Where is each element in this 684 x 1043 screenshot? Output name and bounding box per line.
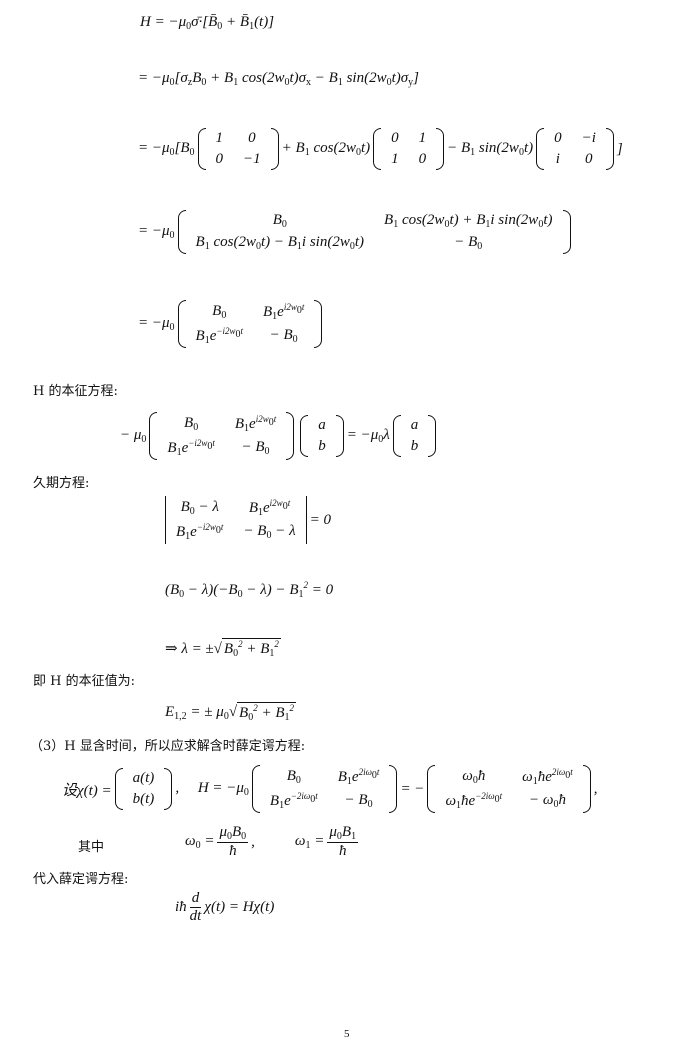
- matrix-entry: B1e−2iω0t: [269, 791, 318, 811]
- vector: a(t) b(t): [114, 768, 173, 810]
- matrix-entry: 1: [215, 130, 224, 146]
- matrix-entry: B0: [184, 415, 199, 433]
- matrix-entry: 0: [418, 151, 427, 167]
- eq-energy: E1,2 = ± μ0√B02 + B12: [165, 702, 297, 723]
- matrix-entry: a: [410, 417, 419, 433]
- matrix-entry: B1ei2w0t: [262, 302, 305, 322]
- matrix-entry: B1ei2w0t: [248, 498, 291, 518]
- label-eigenvalues: 即 H 的本征值为:: [33, 674, 135, 689]
- label-eigen-equation: H 的本征方程:: [33, 384, 118, 399]
- matrix-entry: B0: [272, 212, 287, 230]
- matrix-entry: ω1ħe2iω0t: [522, 767, 573, 787]
- matrix-entry: B1 cos(2w0t) − B1i sin(2w0t): [195, 234, 365, 252]
- matrix-entry: − B0: [454, 234, 483, 252]
- matrix-entry: B1ei2w0t: [234, 414, 277, 434]
- matrix-entry: b: [410, 438, 419, 454]
- matrix-entry: ω1ħe−2iω0t: [445, 791, 503, 811]
- matrix-entry: ω0ħ: [462, 768, 486, 786]
- matrix-entry: 0: [391, 130, 399, 146]
- matrix-entry: b: [318, 438, 326, 454]
- matrix-entry: a(t): [132, 770, 155, 786]
- matrix-entry: i: [555, 151, 560, 167]
- matrix-entry: B1e−i2w0t: [195, 326, 243, 346]
- matrix: ω0ħ ω1ħe2iω0t ω1ħe−2iω0t − ω0ħ: [427, 765, 591, 813]
- matrix-entry: − B0: [344, 792, 373, 810]
- matrix-entry: −1: [243, 151, 261, 167]
- matrix-entry: B0: [286, 768, 301, 786]
- eq-lambda: ⇒ λ = ±√B02 + B12: [165, 638, 281, 659]
- matrix-entry: 0: [554, 130, 562, 146]
- matrix-sigma-y: 0 −i i 0: [536, 128, 614, 170]
- matrix-entry: − B0 − λ: [243, 523, 296, 541]
- matrix-sigma-x: 0 1 1 0: [373, 128, 445, 170]
- page-number: 5: [344, 1028, 350, 1040]
- label-where: 其中: [78, 840, 105, 855]
- matrix-entry: 0: [585, 151, 593, 167]
- matrix-entry: − ω0ħ: [528, 792, 566, 810]
- matrix-entry: B0: [212, 303, 227, 321]
- matrix-entry: B1e−i2w0t: [176, 522, 224, 542]
- matrix-entry: − B0: [269, 327, 298, 345]
- eq-pauli-expansion: = −μ0[σzB0 + B1 cos(2w0t)σx − B1 sin(2w0…: [138, 70, 419, 88]
- label-part-3: （3）H 显含时间，所以应求解含时薛定谔方程:: [30, 739, 306, 754]
- matrix-entry: a: [318, 417, 326, 433]
- matrix-entry: 0: [248, 130, 256, 146]
- eq-text: = −μ0[σzB0 + B1 cos(2w0t)σx − B1 sin(2w0…: [138, 70, 419, 88]
- matrix-entry: b(t): [132, 791, 155, 807]
- matrix-entry: B1e2iω0t: [337, 767, 380, 787]
- matrix-entry: 0: [215, 151, 224, 167]
- label-substitute: 代入薛定谔方程:: [33, 872, 129, 887]
- matrix-entry: 1: [391, 151, 399, 167]
- eq-hamiltonian: H = −μ0σ̄·[B̄0 + B̄1(t)]: [140, 14, 274, 32]
- eq-characteristic: (B0 − λ)(−B0 − λ) − B12 = 0: [165, 580, 334, 600]
- matrix-sigma-z: 1 0 0 −1: [197, 128, 279, 170]
- label-secular-equation: 久期方程:: [33, 476, 90, 491]
- matrix-entry: 1: [418, 130, 427, 146]
- matrix: B0 B1 cos(2w0t) + B1i sin(2w0t) B1 cos(2w0…: [177, 210, 571, 254]
- matrix-entry: B1e−i2w0t: [167, 438, 215, 458]
- eq-matrix-form: = −μ0[B0 1 0 0 −1 + B1 cos(2w0t) 0 1 1 0 − B1 …: [138, 128, 623, 170]
- eq-text: = −μ0[B0: [138, 140, 195, 158]
- matrix-entry: − B0: [241, 439, 270, 457]
- matrix-entry: B1 cos(2w0t) + B1i sin(2w0t): [384, 212, 553, 230]
- eq-text: H = −μ0σ̄·[B̄0 + B̄1(t)]: [140, 14, 275, 32]
- matrix-entry: −i: [581, 130, 596, 146]
- eq-text: + B1 cos(2w0t): [281, 140, 371, 158]
- matrix-entry: B0 − λ: [180, 499, 219, 517]
- eq-text: − B1 sin(2w0t): [447, 140, 534, 158]
